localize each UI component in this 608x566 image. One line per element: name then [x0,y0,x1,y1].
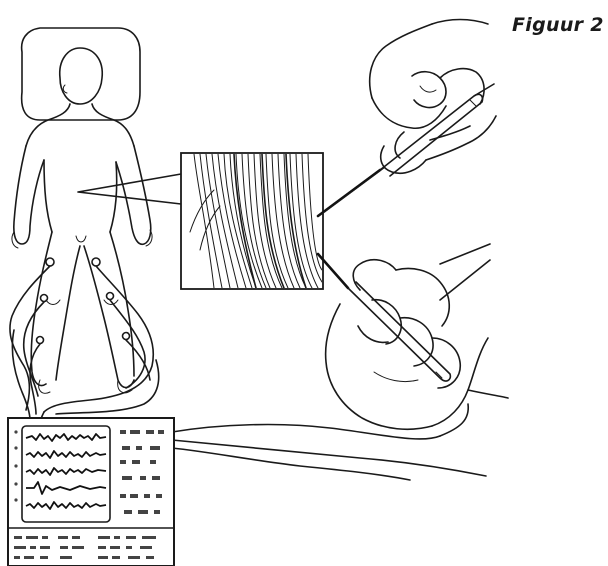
pillow [22,28,140,120]
electrode-pad [123,333,130,340]
electrode-pad [37,337,44,344]
lower-hand [326,244,508,429]
needle-electrodes [318,168,384,288]
electrode-pad [92,258,100,266]
upper-hand [370,20,496,177]
figure-caption: Figuur 2 [512,14,604,36]
callout-pointer [78,174,181,204]
nerve-fiber-inset [181,153,323,289]
electrode-pad [41,295,48,302]
electrode-pad [107,293,114,300]
electrode-pad [46,258,54,266]
patient-figure [12,48,152,393]
upper-needle [318,170,380,216]
emg-recorder-device [8,418,174,566]
